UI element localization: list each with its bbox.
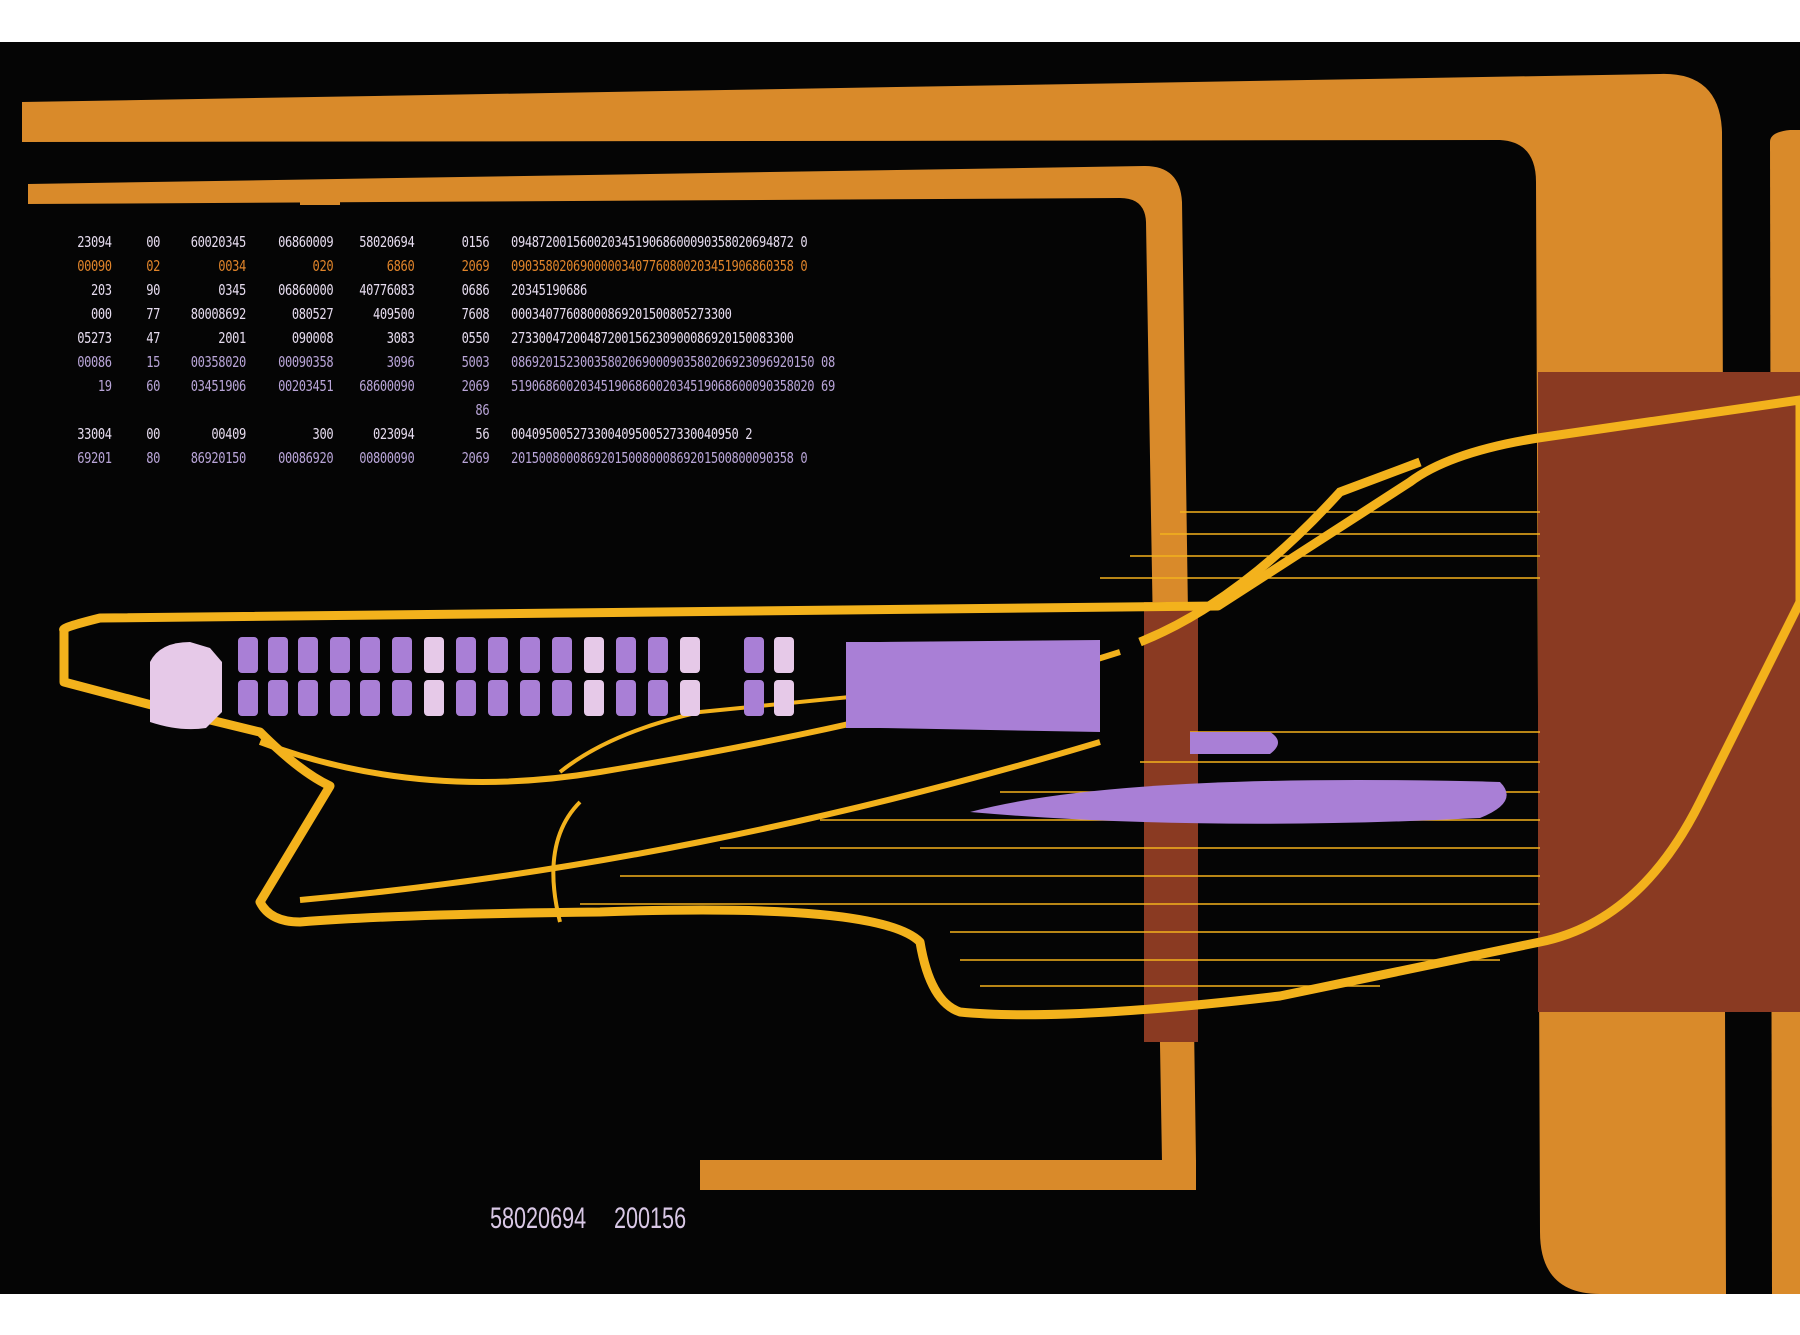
- inner-frame-notch: [300, 189, 340, 205]
- hull-keel-curve: [299, 739, 1101, 903]
- hull-lower-curve: [551, 800, 582, 923]
- outer-frame-bar: [22, 73, 1726, 1294]
- window-array: [238, 637, 794, 716]
- bottom-code-left: 58020694: [490, 1202, 587, 1235]
- rust-engineering-block: [1538, 372, 1800, 1012]
- bottom-code-right: 200156: [614, 1202, 687, 1235]
- engine-nozzle-icon: [846, 640, 1100, 732]
- inner-frame-bottom-strip: [700, 1160, 1196, 1190]
- bridge-pod-icon: [150, 642, 222, 730]
- readout-row: 86: [475, 401, 490, 419]
- ship-schematic-artwork: [22, 73, 1800, 1294]
- lower-lavender-fin: [970, 780, 1507, 824]
- neck-lavender-pod: [1190, 732, 1278, 754]
- hull-outline: [59, 395, 1800, 1020]
- neck-strut: [1138, 457, 1422, 647]
